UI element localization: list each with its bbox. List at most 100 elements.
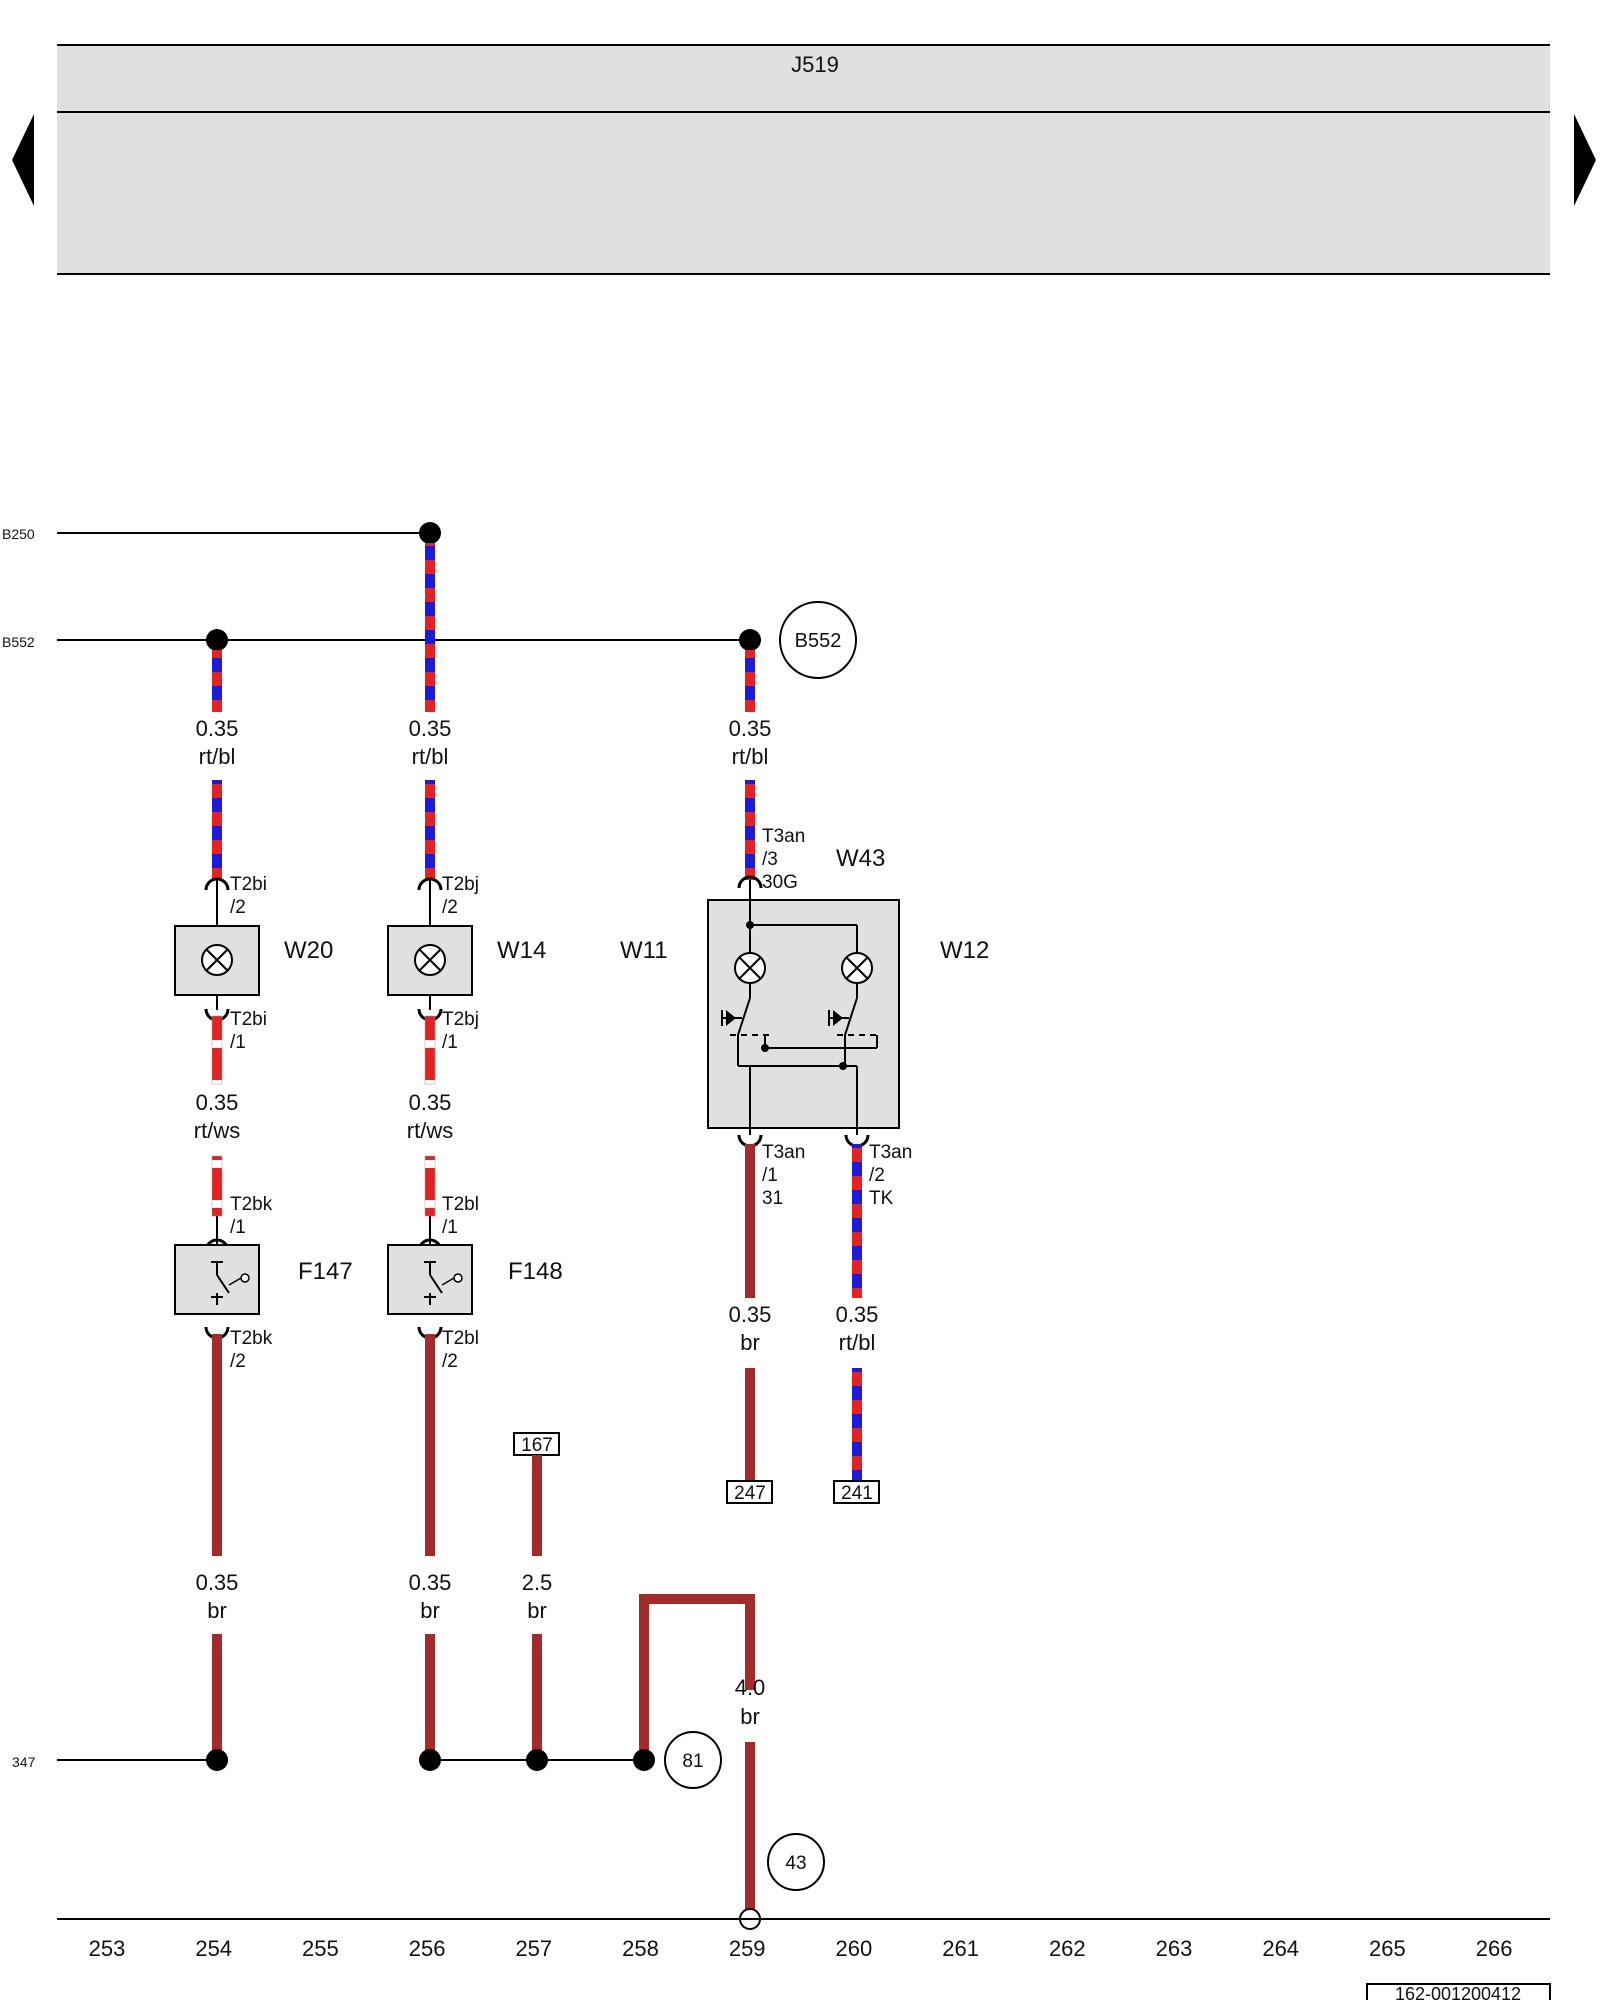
conn-t2bj-2-a: T2bj	[442, 874, 479, 895]
wire-254-bot-color: br	[207, 1598, 227, 1623]
conn-t2bl-1-b: /1	[442, 1217, 458, 1238]
wire-254-mid-size: 0.35	[196, 1090, 239, 1115]
wire-259-top-color: rt/bl	[732, 744, 769, 769]
circuit-257: 167 2.5 br	[513, 1432, 560, 1771]
circuit-259: 0.35 rt/bl T3an /3 30G	[729, 629, 805, 893]
bus-b250-label: B250	[2, 526, 35, 542]
document-id-box	[1366, 1983, 1551, 2000]
ref-247: 247	[734, 1483, 766, 1504]
track-number: 260	[836, 1936, 873, 1961]
lamp-w14-label: W14	[497, 937, 546, 964]
track-number: 258	[622, 1936, 659, 1961]
conn-t2bk-2-b: /2	[230, 1351, 246, 1372]
ground-43-label: 43	[785, 1853, 806, 1874]
conn-t2bi-1-b: /1	[230, 1032, 246, 1053]
track-number: 256	[409, 1936, 446, 1961]
wire-256-top-size: 0.35	[409, 716, 452, 741]
conn-t2bj-1-b: /1	[442, 1032, 458, 1053]
wire-254-top-color: rt/bl	[199, 744, 236, 769]
conn-t2bl-1-a: T2bl	[442, 1194, 479, 1215]
track-number: 263	[1156, 1936, 1193, 1961]
ground-point-81: 81	[664, 1731, 722, 1789]
ground-81-label: 81	[682, 1751, 703, 1772]
track-number: 262	[1049, 1936, 1086, 1961]
j519-label: J519	[791, 52, 839, 77]
wire-256-top-color: rt/bl	[412, 744, 449, 769]
track-number: 259	[729, 1936, 766, 1961]
lamp-w20-label: W20	[284, 937, 333, 964]
lamp-w12-label: W12	[940, 937, 989, 964]
conn-t2bk-1-a: T2bk	[230, 1194, 273, 1215]
track-number: 254	[195, 1936, 232, 1961]
bus-b552-label: B552	[2, 634, 35, 650]
prev-page-arrow-icon[interactable]	[12, 114, 34, 206]
conn-t2bk-2-a: T2bk	[230, 1328, 273, 1349]
conn-t3an-3-c: 30G	[762, 872, 798, 893]
wire-256-bot-color: br	[420, 1598, 440, 1623]
conn-t2bj-1-a: T2bj	[442, 1009, 479, 1030]
switch-f147	[174, 1244, 260, 1315]
conn-t3an-1-b: /1	[762, 1165, 778, 1186]
conn-t2bj-2-b: /2	[442, 897, 458, 918]
wire-259-gnd-size: 4.0	[735, 1675, 766, 1700]
track-number: 265	[1369, 1936, 1406, 1961]
circuit-256: 0.35 rt/bl T2bj /2 W14 T2bj /1 0.35 rt/w…	[387, 522, 563, 1771]
module-w43-label: W43	[836, 845, 885, 872]
wire-256-mid-color: rt/ws	[407, 1118, 453, 1143]
switch-f148-label: F148	[508, 1258, 563, 1285]
conn-t3an-2-c: TK	[869, 1188, 894, 1209]
conn-t3an-2-b: /2	[869, 1165, 885, 1186]
wire-260-low-size: 0.35	[836, 1302, 879, 1327]
b552-marker-label: B552	[795, 630, 842, 652]
switch-f148	[387, 1244, 473, 1315]
wire-254-mid-color: rt/ws	[194, 1118, 240, 1143]
wire-259-low-color: br	[740, 1330, 760, 1355]
ref-167: 167	[521, 1435, 553, 1456]
ground-347-label: 347	[12, 1754, 36, 1770]
wire-259-gnd-color: br	[740, 1704, 760, 1729]
wire-259-top-size: 0.35	[729, 716, 772, 741]
conn-t2bk-1-b: /1	[230, 1217, 246, 1238]
lamp-w14	[387, 925, 473, 996]
track-number: 255	[302, 1936, 339, 1961]
circuit-254: 0.35 rt/bl T2bi /2 W20 T2bi /1 0.35 rt/w…	[174, 629, 353, 1771]
conn-t2bl-2-b: /2	[442, 1351, 458, 1372]
conn-t3an-2-a: T3an	[869, 1142, 912, 1163]
wire-260-low-color: rt/bl	[839, 1330, 876, 1355]
wire-254-bot-size: 0.35	[196, 1570, 239, 1595]
track-number: 261	[942, 1936, 979, 1961]
module-w43	[707, 880, 900, 1135]
wire-257-bot-color: br	[527, 1598, 547, 1623]
ground-point-43: 43	[767, 1833, 825, 1891]
b552-marker: B552	[779, 601, 857, 679]
conn-t2bi-2-a: T2bi	[230, 874, 267, 895]
conn-t2bi-2-b: /2	[230, 897, 246, 918]
current-track: 253 254 255 256 257 258 259 260 261 262 263 264 265 2…	[89, 1936, 1513, 1961]
wire-257-bot-size: 2.5	[522, 1570, 553, 1595]
wire-256-bot-size: 0.35	[409, 1570, 452, 1595]
circuit-259-lower: T3an /1 31 0.35 br 247	[726, 1134, 805, 1504]
track-number: 266	[1476, 1936, 1513, 1961]
conn-t3an-3-a: T3an	[762, 826, 805, 847]
ref-241: 241	[841, 1483, 873, 1504]
j519-control-unit: J519	[57, 44, 1550, 275]
lamp-w11-label: W11	[620, 937, 668, 964]
wire-259-low-size: 0.35	[729, 1302, 772, 1327]
track-number: 253	[89, 1936, 126, 1961]
conn-t3an-1-c: 31	[762, 1188, 783, 1209]
ground-path-259: 4.0 br	[633, 1594, 766, 1930]
wire-254-top-size: 0.35	[196, 716, 239, 741]
track-number: 257	[515, 1936, 552, 1961]
conn-t3an-3-b: /3	[762, 849, 778, 870]
switch-f147-label: F147	[298, 1258, 353, 1285]
conn-t2bl-2-a: T2bl	[442, 1328, 479, 1349]
conn-t3an-1-a: T3an	[762, 1142, 805, 1163]
document-id: 162-001200412	[1395, 1984, 1521, 2000]
track-number: 264	[1262, 1936, 1299, 1961]
lamp-w20	[174, 925, 260, 996]
circuit-260-lower: T3an /2 TK 0.35 rt/bl 241	[833, 1134, 912, 1504]
conn-t2bi-1-a: T2bi	[230, 1009, 267, 1030]
next-page-arrow-icon[interactable]	[1574, 114, 1596, 206]
wire-256-mid-size: 0.35	[409, 1090, 452, 1115]
